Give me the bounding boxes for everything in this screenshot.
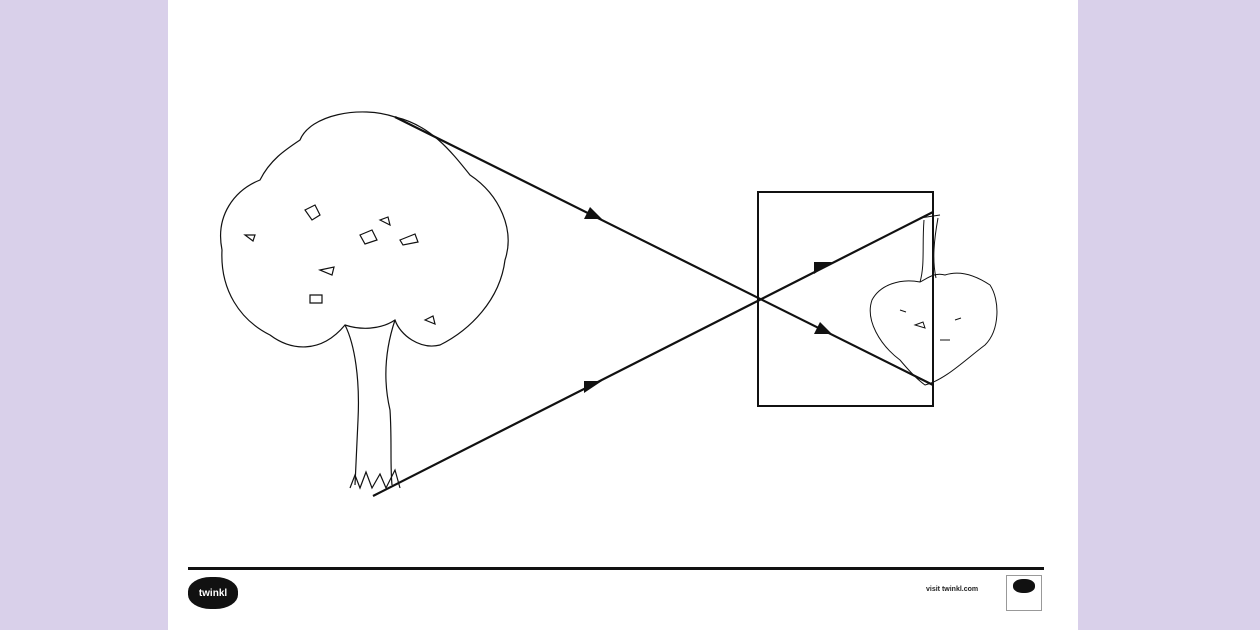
footer-divider <box>188 567 1044 570</box>
tree-canopy <box>220 111 509 348</box>
arrow-icon <box>584 381 602 393</box>
arrow-icon <box>584 207 602 219</box>
twinkl-logo: twinkl <box>188 577 238 609</box>
worksheet-page <box>168 0 1078 630</box>
tree-trunk <box>344 319 396 486</box>
footer-url: visit twinkl.com <box>926 586 979 593</box>
light-ray-top <box>394 116 934 386</box>
light-ray-bottom <box>372 211 934 497</box>
tree-upright <box>220 111 509 490</box>
quality-badge-icon <box>1006 575 1042 611</box>
arrow-icon <box>814 322 832 334</box>
arrow-icon <box>814 262 832 274</box>
logo-text: twinkl <box>198 587 228 599</box>
grass <box>349 468 401 490</box>
